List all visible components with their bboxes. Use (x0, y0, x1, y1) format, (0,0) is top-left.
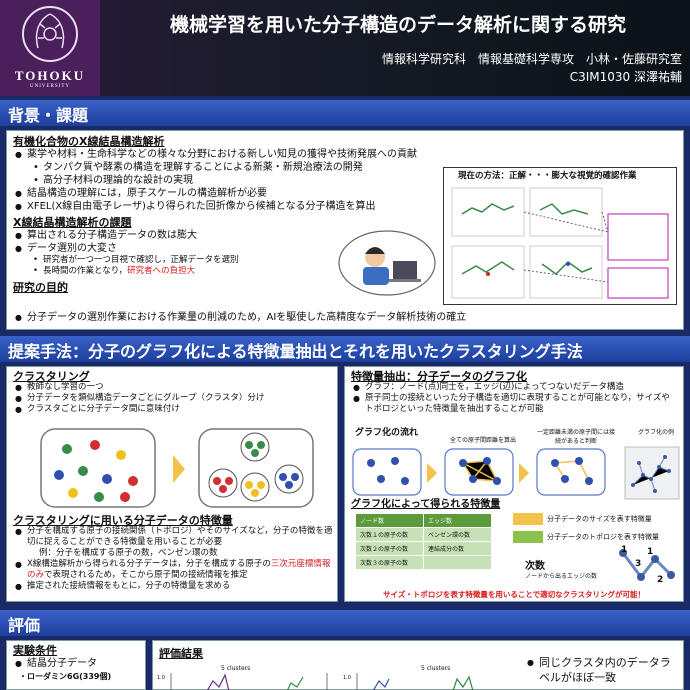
logo-tohoku: TOHOKU (14, 68, 86, 83)
sub-bullet: タンパク質や酵素の構造を理解することによる新薬・新規治療法の開発 (13, 161, 453, 174)
heading-results: 評価結果 (159, 647, 203, 660)
dataset-line: ・ローダミン6G(339個) (19, 672, 112, 681)
plot1-title: 5 clusters (221, 665, 251, 672)
conclusion-text: サイズ・トポロジを表す特徴量を用いることで適切なクラスタリングが可能！ (383, 590, 645, 599)
example-line: 例：分子を構成する原子の数，ベンゼン環の数 (39, 548, 218, 558)
heading-clustering: クラスタリング (13, 370, 90, 383)
flow-step-threshold: 一定距離未満の原子間には接続があると判断 (536, 429, 615, 445)
current-method-title: 現在の方法：正解・・・膨大な視覚的確認作業 (458, 171, 637, 181)
bullet: 分子を構成する原子の接続関係（トポロジ）やそのサイズなど，分子の特徴を適切に捉え… (13, 526, 333, 548)
result-plot-1 (170, 673, 328, 690)
page-title: 機械学習を用いた分子構造のデータ解析に関する研究 (170, 14, 627, 36)
result-bullet: 同じクラスタ内のデータラベルがほぼ一致 (525, 655, 681, 685)
bullet: 算出される分子構造データの数は膨大 (13, 229, 453, 242)
bullet: 推定された接続情報をもとに，分子の特徴量を求める (13, 581, 333, 592)
sub-bullet: 研究者が一つ一つ目視で確認し，正解データを選別 (13, 255, 453, 266)
sub-bullet: 高分子材料の理論的な設計の実現 (13, 174, 453, 187)
legend-size-label: 分子データのサイズを表す特徴量 (547, 515, 652, 523)
current-method-box: 現在の方法：正解・・・膨大な視覚的確認作業 (443, 167, 677, 305)
flow-step-example: グラフ化の例 (637, 429, 674, 436)
bullet: 結晶分子データ (13, 657, 143, 670)
flow-step-distance: 全ての原子間距離を算出 (449, 437, 516, 444)
degree-label: 2 (657, 575, 664, 585)
clustering-panel: クラスタリング 教師なし学習の一つ 分子データを類似構造データごとにグループ（ク… (6, 366, 338, 602)
result-plot-2 (356, 673, 474, 690)
affiliation: 情報科学研究科 情報基礎科学専攻 小林・佐藤研究室 (381, 52, 682, 66)
header-banner: TOHOKU UNIVERSITY 機械学習を用いた分子構造のデータ解析に関する… (0, 0, 690, 96)
heading-problem: X線結晶構造解析の課題 (13, 216, 132, 229)
background-panel: 有機化合物のX線結晶構造解析 薬学や材料・生命科学などの様々な分野における新しい… (6, 130, 684, 330)
heading-purpose: 研究の目的 (13, 281, 68, 294)
background-text: 有機化合物のX線結晶構造解析 薬学や材料・生命科学などの様々な分野における新しい… (13, 135, 453, 294)
degree-subtitle: ノードから出るエッジの数 (525, 573, 598, 580)
researcher-illustration (337, 227, 437, 297)
bullet: データ選別の大変さ (13, 242, 453, 255)
result-text: 同じクラスタ内のデータラベルがほぼ一致 (525, 655, 681, 685)
section-title-method: 提案手法：分子のグラフ化による特徴量抽出とそれを用いたクラスタリング手法 (8, 342, 583, 361)
results-panel: 評価結果 5 clusters 1.0 5 clusters 1.0 同じクラス… (152, 640, 684, 690)
heading-xray: 有機化合物のX線結晶構造解析 (13, 135, 165, 148)
purpose-text: 分子データの選別作業における作業量の削減のため，AIを駆使した高精度なデータ解析… (13, 311, 673, 324)
degree-label: 1 (647, 547, 654, 557)
table-cell: 次数１の原子の数 (355, 527, 424, 542)
plot2-ytick: 1.0 (343, 675, 351, 681)
heading-graph: 特徴量抽出：分子データのグラフ化 (351, 370, 527, 383)
table-cell: 次数２の原子の数 (355, 541, 424, 556)
table-cell (423, 555, 492, 570)
logo-university: UNIVERSITY (30, 84, 70, 89)
heading-features: クラスタリングに用いる分子データの特徴量 (13, 514, 233, 527)
degree-title: 次数 (525, 561, 545, 572)
section-bar-method: 提案手法：分子のグラフ化による特徴量抽出とそれを用いたクラスタリング手法 (0, 336, 690, 362)
heading-conditions: 実験条件 (13, 644, 57, 657)
bullet: 分子データの選別作業における作業量の削減のため，AIを駆使した高精度なデータ解析… (13, 311, 673, 324)
table-cell: ベンゼン環の数 (423, 527, 492, 542)
table-cell: 次数３の原子の数 (355, 555, 424, 570)
bullet: 結晶構造の理解には，原子スケールの構造解析が必要 (13, 187, 453, 200)
clustering-text: クラスタリング 教師なし学習の一つ 分子データを類似構造データごとにグループ（ク… (13, 371, 333, 415)
table-cell: ノード数 (355, 513, 424, 528)
bullet: 原子同士の接続といった分子構造を適切に表現することが可能となり，サイズやトポロジ… (351, 393, 677, 415)
legend-topo-label: 分子データのトポロジを表す特徴量 (547, 533, 659, 541)
author: C3IM1030 深澤祐輔 (569, 70, 682, 84)
conditions-panel: 実験条件 結晶分子データ ・ローダミン6G(339個) (6, 640, 146, 690)
heading-obtained: グラフ化によって得られる特徴量 (351, 499, 501, 510)
bullet: グラフ：ノード(点)同士を，エッジ(辺)によってつないだデータ構造 (351, 382, 677, 393)
degree-label: 1 (621, 545, 628, 555)
section-title-background: 背景・課題 (8, 106, 89, 125)
bullet: 教師なし学習の一つ (13, 382, 333, 393)
feature-text: クラスタリングに用いる分子データの特徴量 分子を構成する原子の接続関係（トポロジ… (13, 515, 333, 592)
degree-graph-illustration (619, 549, 675, 581)
section-title-evaluation: 評価 (8, 616, 41, 635)
flow-title: グラフ化の流れ (355, 428, 419, 438)
table-cell: エッジ数 (423, 513, 492, 528)
feature-table: ノード数エッジ数 次数１の原子の数ベンゼン環の数 次数２の原子の数連結成分の数 … (355, 513, 492, 570)
legend-topo-swatch (513, 531, 543, 543)
burden-text: 研究者への負担大 (127, 266, 196, 276)
plot2-title: 5 clusters (421, 665, 451, 672)
plot1-ytick: 1.0 (157, 675, 165, 681)
bullet: X線構造解析から得られる分子データは，分子を構成する原子の三次元座標情報のみで表… (13, 559, 333, 581)
bullet: クラスタごとに分子データ間に意味付け (13, 404, 333, 415)
section-bar-evaluation: 評価 (0, 610, 690, 636)
molecule-thumbnails (451, 187, 669, 299)
coords-only-text: 三次元座標情報のみ (27, 559, 331, 580)
bullet: 分子データを類似構造データごとにグループ（クラスタ）分け (13, 393, 333, 404)
conditions-text: 実験条件 結晶分子データ ・ローダミン6G(339個) (13, 644, 143, 683)
bullet: 薬学や材料・生命科学などの様々な分野における新しい知見の獲得や技術発展への貢献 (13, 148, 453, 161)
graph-text: 特徴量抽出：分子データのグラフ化 グラフ：ノード(点)同士を，エッジ(辺)によっ… (351, 371, 677, 415)
graph-flow-illustration (352, 446, 680, 500)
graph-panel: 特徴量抽出：分子データのグラフ化 グラフ：ノード(点)同士を，エッジ(辺)によっ… (344, 366, 684, 602)
section-bar-background: 背景・課題 (0, 100, 690, 126)
degree-label: 3 (635, 559, 642, 569)
table-cell: 連結成分の数 (423, 541, 492, 556)
emblem-icon (22, 6, 78, 62)
clustering-illustration (40, 428, 314, 508)
legend-size-swatch (513, 513, 543, 525)
university-logo: TOHOKU UNIVERSITY (0, 0, 100, 96)
sub-bullet: 長時間の作業となり，研究者への負担大 (13, 266, 453, 277)
bullet: XFEL(X線自由電子レーザ)より得られた回折像から候補となる分子構造を算出 (13, 200, 453, 213)
